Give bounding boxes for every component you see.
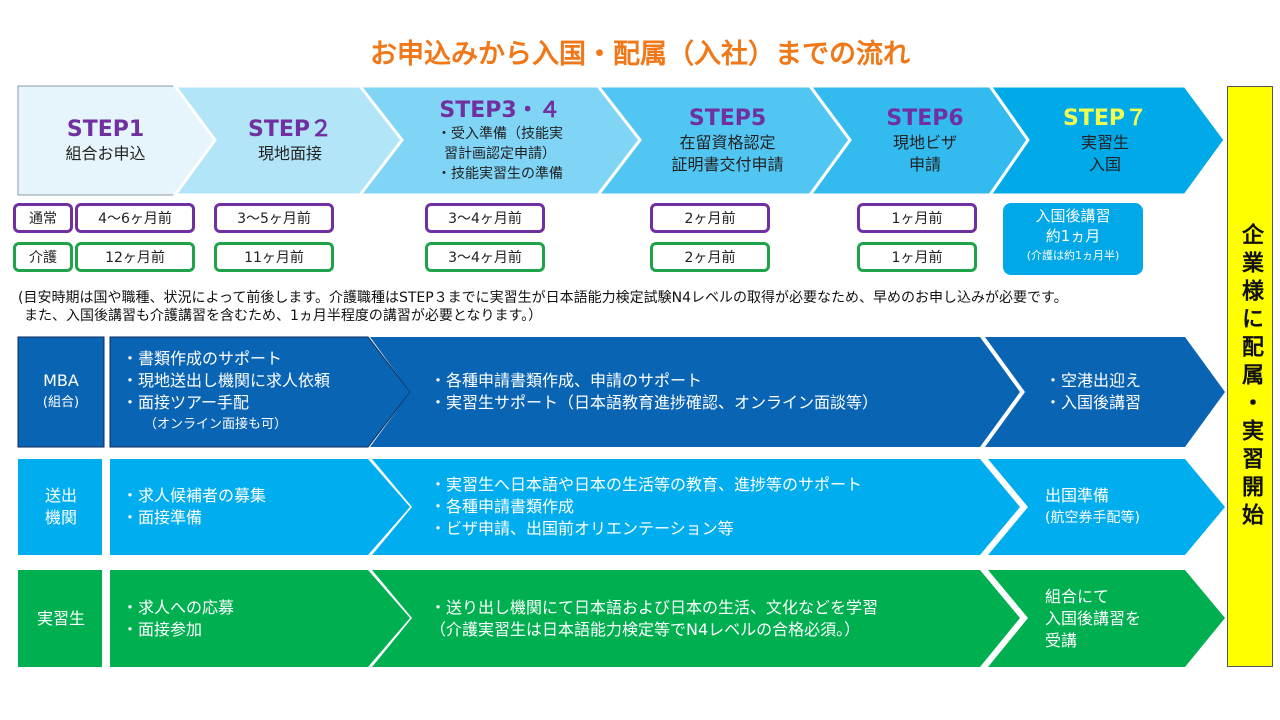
cell-line: ・実習生サポート（日本語教育進捗確認、オンライン面談等） xyxy=(430,393,879,412)
trainee-cell-2: ・送り出し機関にて日本語および日本の生活、文化などを学習 （介護実習生は日本語能… xyxy=(430,570,878,667)
cell-line: (航空券手配等) xyxy=(1045,510,1140,526)
step-desc: 現地ビザ xyxy=(892,132,957,152)
sending-cell-3: 出国準備 (航空券手配等) xyxy=(1045,459,1140,555)
step-desc: 申請 xyxy=(908,154,941,174)
step-label: STEP5 xyxy=(688,105,767,131)
normal-label: 通常 xyxy=(13,203,73,233)
step7: STEP７ 実習生 入国 xyxy=(1030,86,1180,195)
care-timing: 11ヶ月前 xyxy=(214,242,334,272)
normal-timing: 3～4ヶ月前 xyxy=(425,203,545,233)
cell-line: ・実習生へ日本語や日本の生活等の教育、進捗等のサポート xyxy=(430,475,863,494)
row-label: 機関 xyxy=(44,508,77,527)
care-timing: 12ヶ月前 xyxy=(75,242,195,272)
timing-line: 約1ヵ月 xyxy=(1045,227,1101,245)
mba-cell-1: ・書類作成のサポート ・現地送出し機関に求人依頼 ・面接ツアー手配 （オンライン… xyxy=(122,337,330,447)
row-label: 送出 xyxy=(44,486,77,505)
row-label-mba: MBA (組合) xyxy=(18,337,104,447)
step2: STEP２ 現地面接 xyxy=(210,86,370,195)
cell-line: （介護実習生は日本語能力検定等でN4レベルの合格必須。） xyxy=(430,619,861,639)
normal-timing: 1ヶ月前 xyxy=(857,203,977,233)
cell-line: 受講 xyxy=(1045,630,1078,650)
cell-line: 出国準備 xyxy=(1045,486,1110,505)
trainee-cell-1: ・求人への応募 ・面接参加 xyxy=(122,570,234,667)
step-desc: 組合お申込 xyxy=(65,143,146,163)
cell-line: ・空港出迎え xyxy=(1045,371,1142,390)
step-desc: ・技能実習生の準備 xyxy=(437,165,563,182)
step-desc: 証明書交付申請 xyxy=(671,154,784,174)
side-banner: 企業様に配属・実習開始 xyxy=(1227,86,1273,667)
timing-line: (介護は約1ヵ月半) xyxy=(1026,249,1120,262)
note-line-2: また、入国後講習も介護講習を含むため、1ヵ月半程度の講習が必要となります。） xyxy=(24,308,543,324)
step-label: STEP6 xyxy=(886,105,964,131)
care-timing: 1ヶ月前 xyxy=(857,242,977,272)
cell-line: （オンライン面接も可） xyxy=(144,417,288,432)
cell-line: ・現地送出し機関に求人依頼 xyxy=(122,371,331,390)
cell-line: ・各種申請書類作成、申請のサポート xyxy=(430,371,703,390)
row-mba-shapes xyxy=(17,336,1225,448)
cell-line: ・ビザ申請、出国前オリエンテーション等 xyxy=(430,519,734,538)
cell-line: ・面接準備 xyxy=(122,508,203,527)
step1: STEP1 組合お申込 xyxy=(18,86,193,195)
row-label-sub: (組合) xyxy=(42,395,80,410)
normal-timing: 3～5ヶ月前 xyxy=(214,203,334,233)
step-desc: ・受入準備（技能実 xyxy=(437,125,563,142)
row-label: 実習生 xyxy=(36,608,85,628)
row-trainee-shapes xyxy=(18,570,1225,667)
cell-line: ・求人への応募 xyxy=(122,597,235,617)
cell-line: ・各種申請書類作成 xyxy=(430,497,575,516)
step-label: STEP3・４ xyxy=(439,97,561,123)
care-timing: 3～4ヶ月前 xyxy=(425,242,545,272)
row-label-sending: 送出 機関 xyxy=(18,459,104,555)
row-label-trainee: 実習生 xyxy=(18,570,104,667)
normal-timing: 2ヶ月前 xyxy=(650,203,770,233)
mba-cell-3: ・空港出迎え ・入国後講習 xyxy=(1045,337,1141,447)
step5: STEP5 在留資格認定 証明書交付申請 xyxy=(640,86,815,195)
cell-line: ・送り出し機関にて日本語および日本の生活、文化などを学習 xyxy=(430,597,879,617)
step-desc: 在留資格認定 xyxy=(679,132,776,152)
step-desc: 現地面接 xyxy=(257,143,322,163)
step-label: STEP２ xyxy=(247,116,332,142)
cell-line: ・入国後講習 xyxy=(1045,393,1142,412)
cell-line: ・求人候補者の募集 xyxy=(122,486,267,505)
step7-timing: 入国後講習 約1ヵ月 (介護は約1ヵ月半) xyxy=(1003,203,1143,275)
cell-line: ・面接参加 xyxy=(122,619,203,639)
care-label: 介護 xyxy=(13,242,73,272)
step-label: STEP７ xyxy=(1062,105,1147,131)
normal-timing: 4～6ヶ月前 xyxy=(75,203,195,233)
timing-line: 入国後講習 xyxy=(1035,207,1111,225)
cell-line: ・面接ツアー手配 xyxy=(122,393,250,412)
row-label: MBA xyxy=(43,371,79,390)
step-label: STEP1 xyxy=(66,116,145,142)
mba-cell-2: ・各種申請書類作成、申請のサポート ・実習生サポート（日本語教育進捗確認、オンラ… xyxy=(430,337,878,447)
step7-chevron xyxy=(987,84,1227,197)
sending-cell-2: ・実習生へ日本語や日本の生活等の教育、進捗等のサポート ・各種申請書類作成 ・ビ… xyxy=(430,459,862,555)
cell-line: ・書類作成のサポート xyxy=(122,349,283,368)
sending-cell-1: ・求人候補者の募集 ・面接準備 xyxy=(122,459,266,555)
page-title: お申込みから入国・配属（入社）までの流れ xyxy=(370,39,910,70)
step3-4: STEP3・４ ・受入準備（技能実 習計画認定申請） ・技能実習生の準備 xyxy=(400,86,600,195)
cell-line: 入国後講習を xyxy=(1045,608,1142,628)
trainee-cell-3: 組合にて 入国後講習を 受講 xyxy=(1045,570,1141,667)
care-timing: 2ヶ月前 xyxy=(650,242,770,272)
step6: STEP6 現地ビザ 申請 xyxy=(850,86,1000,195)
step-desc: 習計画認定申請） xyxy=(444,145,556,162)
cell-line: 組合にて xyxy=(1045,586,1110,606)
step-desc: 入国 xyxy=(1088,154,1121,174)
step-desc: 実習生 xyxy=(1080,132,1129,152)
note-line-1: (目安時期は国や職種、状況によって前後します。介護職種はSTEP３までに実習生が… xyxy=(18,290,1068,306)
side-label: 企業様に配属・実習開始 xyxy=(1238,222,1263,531)
row-sending-shapes xyxy=(18,459,1225,555)
